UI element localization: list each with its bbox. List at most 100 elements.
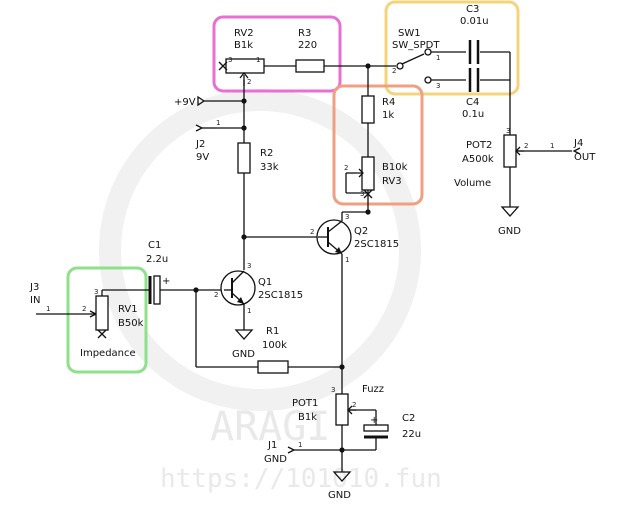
- r4-ref: R4: [382, 97, 395, 108]
- j2-pin: 1: [216, 119, 220, 127]
- j1-ref: J1: [267, 440, 277, 451]
- rv2-potentiometer: RV2 B1k 3 1 2: [218, 28, 265, 86]
- sw1-ref: SW1: [398, 28, 421, 39]
- gnd-bottom-symbol: GND: [328, 471, 352, 501]
- rv2-value: B1k: [234, 40, 253, 51]
- pot2-label: Volume: [454, 178, 491, 189]
- q2-pin3: 3: [345, 213, 349, 221]
- rv1-label: Impedance: [80, 348, 136, 359]
- highlight-gain-group: [212, 15, 342, 93]
- j4-pin: 1: [550, 142, 554, 150]
- rv1-pin2: 2: [82, 305, 86, 313]
- wires: [36, 51, 572, 472]
- pot2-ref: POT2: [466, 140, 492, 151]
- j2-value: 9V: [196, 152, 209, 163]
- c1-ref: C1: [148, 240, 161, 251]
- rv2-ref: RV2: [234, 28, 254, 39]
- q1-value: 2SC1815: [258, 290, 303, 301]
- pot2-pin3: 3: [506, 127, 510, 135]
- watermark-url: https://101010.fun: [160, 464, 442, 494]
- c2-polarity: +: [370, 415, 378, 426]
- gnd-out-symbol: GND: [498, 206, 521, 237]
- q1-pin3: 3: [247, 262, 251, 270]
- j1-value: GND: [264, 454, 287, 465]
- c1-value: 2.2u: [146, 254, 168, 265]
- rv3-ref: RV3: [382, 176, 402, 187]
- c3-ref: C3: [466, 4, 479, 15]
- rv1-pin3: 3: [94, 288, 98, 296]
- rv2-pin2: 2: [247, 78, 251, 86]
- c1-capacitor: C1 2.2u +: [146, 240, 170, 305]
- q2-value: 2SC1815: [354, 239, 399, 250]
- pot1-label: Fuzz: [362, 384, 384, 395]
- j4-value: OUT: [574, 152, 596, 163]
- r3-resistor: R3 220: [295, 28, 325, 73]
- c2-capacitor: + C2 22u: [363, 413, 421, 440]
- j4-ref: J4: [573, 138, 583, 149]
- r4-resistor: R4 1k: [361, 95, 395, 124]
- rv3-value: B10k: [382, 162, 408, 173]
- r2-ref: R2: [260, 148, 273, 159]
- gnd-out-label: GND: [498, 226, 521, 237]
- j1-connector: J1 GND 1: [264, 440, 302, 465]
- r1-resistor: R1 100k: [257, 326, 289, 374]
- rv3-pin2: 2: [344, 164, 348, 172]
- q1-pin2: 2: [214, 291, 218, 299]
- highlight-impedance-group: [66, 266, 148, 374]
- gnd-q1-symbol: GND: [232, 329, 255, 360]
- j3-value: IN: [30, 295, 40, 306]
- watermark-logo: [99, 89, 421, 411]
- watermark-brand: ARAGI: [210, 404, 330, 450]
- rv3-potentiometer: B10k RV3 2 3: [344, 156, 408, 199]
- j3-ref: J3: [29, 282, 39, 293]
- q1-pin1: 1: [247, 307, 251, 315]
- plus9v-power: +9V: [174, 95, 206, 108]
- pot1-pin2: 2: [352, 401, 356, 409]
- rv1-potentiometer: RV1 B50k Impedance 2 3: [80, 288, 144, 359]
- j4-connector: 1 J4 OUT: [550, 138, 596, 163]
- plus9v-label: +9V: [174, 97, 196, 108]
- q2-pin2: 2: [310, 228, 314, 236]
- q1-transistor: Q1 2SC1815 3 2 1: [214, 262, 303, 315]
- sw1-pin2: 2: [392, 67, 396, 75]
- q2-transistor: Q2 2SC1815 3 2 1: [310, 213, 399, 264]
- q2-ref: Q2: [354, 226, 368, 237]
- pot2-potentiometer: POT2 A500k Volume 3 2: [454, 127, 528, 189]
- j1-pin: 1: [298, 441, 302, 449]
- c2-value: 22u: [402, 429, 421, 440]
- c3-value: 0.01u: [460, 16, 489, 27]
- gnd-q1-label: GND: [232, 349, 255, 360]
- sw1-value: SW_SPDT: [392, 40, 440, 51]
- c4-ref: C4: [466, 97, 479, 108]
- c4-value: 0.1u: [462, 109, 484, 120]
- j2-ref: J2: [195, 139, 205, 150]
- r3-ref: R3: [298, 28, 311, 39]
- rv3-pin3: 3: [360, 190, 364, 198]
- r2-value: 33k: [260, 162, 279, 173]
- pot2-value: A500k: [462, 154, 494, 165]
- pot1-pin3: 3: [331, 386, 335, 394]
- j3-pin: 1: [46, 305, 50, 313]
- c2-ref: C2: [402, 413, 415, 424]
- rv2-pin1: 1: [256, 56, 260, 64]
- pot2-pin2: 2: [524, 142, 528, 150]
- r1-value: 100k: [262, 340, 287, 351]
- r2-resistor: R2 33k: [237, 142, 279, 174]
- sw1-pin1: 1: [436, 54, 440, 62]
- r4-value: 1k: [382, 110, 394, 121]
- c4-capacitor: C4 0.1u: [462, 68, 484, 120]
- rv1-ref: RV1: [118, 304, 138, 315]
- q2-pin1: 1: [345, 256, 349, 264]
- watermark: ARAGI https://101010.fun: [99, 89, 442, 494]
- highlight-bias-group: [332, 84, 424, 206]
- rv1-value: B50k: [118, 318, 144, 329]
- r3-value: 220: [298, 40, 317, 51]
- j2-connector: 1 J2 9V: [195, 119, 220, 163]
- pot1-ref: POT1: [292, 398, 318, 409]
- sw1-pin3: 3: [436, 82, 440, 90]
- rv2-pin3: 3: [228, 56, 232, 64]
- sw1-switch: SW1 SW_SPDT 1 2 3: [392, 28, 440, 90]
- q1-ref: Q1: [258, 277, 272, 288]
